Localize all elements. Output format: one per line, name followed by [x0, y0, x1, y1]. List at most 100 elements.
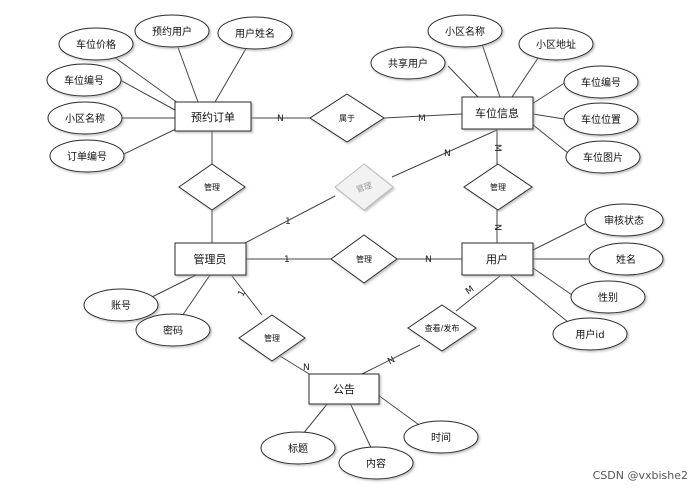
attr-notice-time: 时间: [403, 420, 479, 454]
edges: [95, 30, 588, 455]
attr-order-no-label: 订单编号: [67, 150, 107, 163]
rel-manage-user-parking: 管理: [463, 163, 533, 211]
card-order-belongs: N: [277, 114, 284, 124]
edge-admin-password: [179, 274, 211, 320]
entity-order-label: 预约订单: [191, 111, 235, 124]
rel-belongs-label: 属于: [339, 114, 355, 123]
attr-admin-password-label: 密码: [163, 324, 183, 337]
attr-parking-spot-no-label: 车位编号: [581, 76, 621, 89]
attr-parking-community: 小区名称: [427, 14, 503, 48]
edge-order-spot-no: [119, 79, 176, 111]
attr-order-username-label: 用户姓名: [235, 27, 275, 40]
card-manage-notice-n: N: [303, 363, 310, 373]
edge-parking-address: [511, 57, 539, 98]
rel-view-publish-label: 查看/发布: [425, 323, 460, 333]
rel-manage-order-label: 管理: [204, 182, 220, 192]
card-belongs-parking: M: [418, 114, 426, 124]
edge-parking-shared: [447, 65, 479, 98]
edge-user-gender: [532, 267, 573, 296]
attr-parking-address: 小区地址: [518, 27, 594, 61]
attr-order-price: 车位价格: [58, 27, 134, 61]
rel-manage-user-label: 管理: [356, 254, 372, 264]
attr-parking-location-label: 车位位置: [581, 113, 621, 126]
edge-parking-community: [481, 43, 501, 98]
edge-admin-manage-notice: [231, 275, 263, 316]
attr-user-gender-label: 性别: [598, 291, 618, 304]
attr-parking-spot-no: 车位编号: [563, 65, 639, 99]
entity-user-label: 用户: [486, 252, 508, 266]
attr-parking-address-label: 小区地址: [536, 38, 576, 51]
edge-order-no: [123, 127, 179, 155]
attr-notice-title: 标题: [260, 431, 336, 465]
rel-manage-parking: 管理: [334, 163, 394, 211]
attr-user-id-label: 用户id: [575, 328, 604, 341]
edge-view-notice: [361, 344, 421, 375]
rel-belongs: 属于: [309, 93, 385, 143]
attr-notice-time-label: 时间: [431, 431, 451, 444]
edge-manage-parking-n: [391, 129, 498, 178]
entity-parking: 车位信息: [461, 96, 534, 130]
edge-admin-account: [149, 274, 197, 299]
card-admin-manage-parking: 1: [285, 217, 291, 227]
card-manage-parking-n: N: [444, 149, 451, 159]
attr-parking-shared-user-label: 共享用户: [388, 57, 428, 70]
attr-notice-title-label: 标题: [288, 443, 308, 455]
card-user-view: M: [464, 284, 476, 297]
entity-admin-label: 管理员: [194, 252, 227, 266]
attr-order-community: 小区名称: [47, 101, 123, 135]
card-view-notice: N: [386, 355, 397, 367]
attr-order-user: 预约用户: [134, 14, 210, 48]
entity-notice: 公告: [308, 373, 380, 405]
card-admin-manage-notice: 1: [237, 289, 249, 299]
edge-parking-location: [532, 113, 565, 120]
card-manage-user-n: N: [425, 255, 432, 265]
rel-view-publish: 查看/发布: [407, 304, 477, 352]
entities: 预约订单 车位信息 管理员 用户 公告: [174, 96, 534, 405]
rel-manage-notice: 管理: [238, 314, 306, 362]
edge-admin-manage-parking: [244, 195, 336, 244]
attr-order-spot-no: 车位编号: [46, 63, 122, 97]
edge-belongs-parking: [383, 113, 463, 119]
attr-user-status-label: 审核状态: [604, 214, 644, 227]
attr-notice-content: 内容: [338, 446, 414, 480]
attr-admin-account: 账号: [83, 288, 159, 322]
edge-user-view: [455, 275, 501, 312]
rel-manage-user: 管理: [330, 234, 398, 284]
entity-parking-label: 车位信息: [475, 106, 519, 120]
attr-order-community-label: 小区名称: [65, 112, 105, 125]
entity-admin: 管理员: [174, 242, 247, 276]
attr-parking-image: 车位图片: [565, 140, 641, 174]
attr-parking-shared-user: 共享用户: [370, 46, 446, 80]
entity-user: 用户: [461, 242, 534, 276]
attr-user-id: 用户id: [552, 317, 628, 351]
card-parking-rel-bottom: N: [492, 224, 502, 231]
attr-parking-image-label: 车位图片: [583, 151, 623, 164]
edge-parking-spot-no: [531, 81, 567, 105]
attr-notice-content-label: 内容: [366, 457, 386, 470]
edge-user-status: [532, 223, 586, 251]
edge-parking-image: [531, 123, 569, 154]
attr-admin-password: 密码: [135, 313, 211, 347]
attr-parking-location: 车位位置: [563, 102, 639, 136]
attr-user-gender: 性别: [570, 280, 646, 314]
attr-user-status: 审核状态: [584, 203, 664, 237]
rel-manage-notice-label: 管理: [264, 333, 280, 343]
attr-parking-community-label: 小区名称: [445, 25, 485, 38]
entity-notice-label: 公告: [333, 383, 355, 396]
attributes: 车位价格 预约用户 用户姓名 车位编号 小区名称 订单编号 小区名称 小区地: [46, 14, 664, 480]
attr-admin-account-label: 账号: [111, 300, 131, 312]
entity-order: 预约订单: [174, 101, 252, 132]
relationships: 属于 管理 管理 管理 管理 管理 查看/发布: [178, 93, 533, 362]
rel-manage-user-parking-label: 管理: [490, 182, 506, 192]
attr-user-name-label: 姓名: [616, 253, 636, 266]
attr-order-spot-no-label: 车位编号: [64, 74, 104, 87]
rel-manage-parking-label: 管理: [355, 180, 373, 194]
watermark-text: CSDN @vxbishe2: [592, 469, 688, 482]
attr-user-name: 姓名: [588, 242, 664, 276]
rel-manage-order: 管理: [178, 163, 246, 211]
attr-order-username: 用户姓名: [217, 16, 293, 50]
attr-order-no: 订单编号: [49, 139, 125, 173]
attr-order-user-label: 预约用户: [152, 25, 192, 38]
